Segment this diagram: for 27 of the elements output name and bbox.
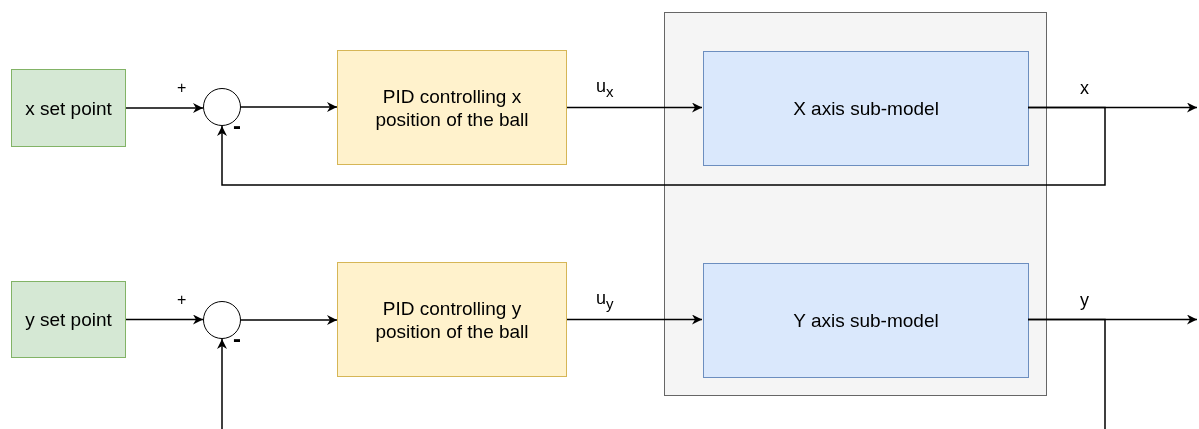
connector-arrow xyxy=(125,103,204,113)
sign-label: + xyxy=(177,292,187,308)
plant-container xyxy=(664,12,1047,396)
connector-arrow xyxy=(125,314,204,325)
sign-label: - xyxy=(233,327,241,351)
connector-arrow xyxy=(240,315,338,325)
connector-arrow xyxy=(566,314,703,325)
controller-box xyxy=(337,50,567,165)
summing-junction xyxy=(203,88,241,126)
block-label: PID controlling y position of the ball xyxy=(374,296,530,343)
block-label: x set point xyxy=(24,96,113,120)
submodel-box xyxy=(703,51,1029,166)
sign-label: - xyxy=(233,114,241,138)
setpoint-box xyxy=(11,281,126,358)
summing-junction xyxy=(203,301,241,339)
connector-arrow xyxy=(217,106,1106,186)
setpoint-box xyxy=(11,69,126,147)
block-label: y set point xyxy=(24,308,113,331)
block-label: Y axis sub-model xyxy=(792,309,940,332)
block-label: PID controlling x position of the ball xyxy=(374,84,530,131)
submodel-box xyxy=(703,263,1029,378)
block-label: X axis sub-model xyxy=(792,97,940,120)
connector-arrow xyxy=(566,102,703,113)
controller-box xyxy=(337,262,567,377)
connector-arrow xyxy=(217,338,227,429)
sign-label: + xyxy=(177,80,187,96)
connector-arrow xyxy=(240,102,338,112)
